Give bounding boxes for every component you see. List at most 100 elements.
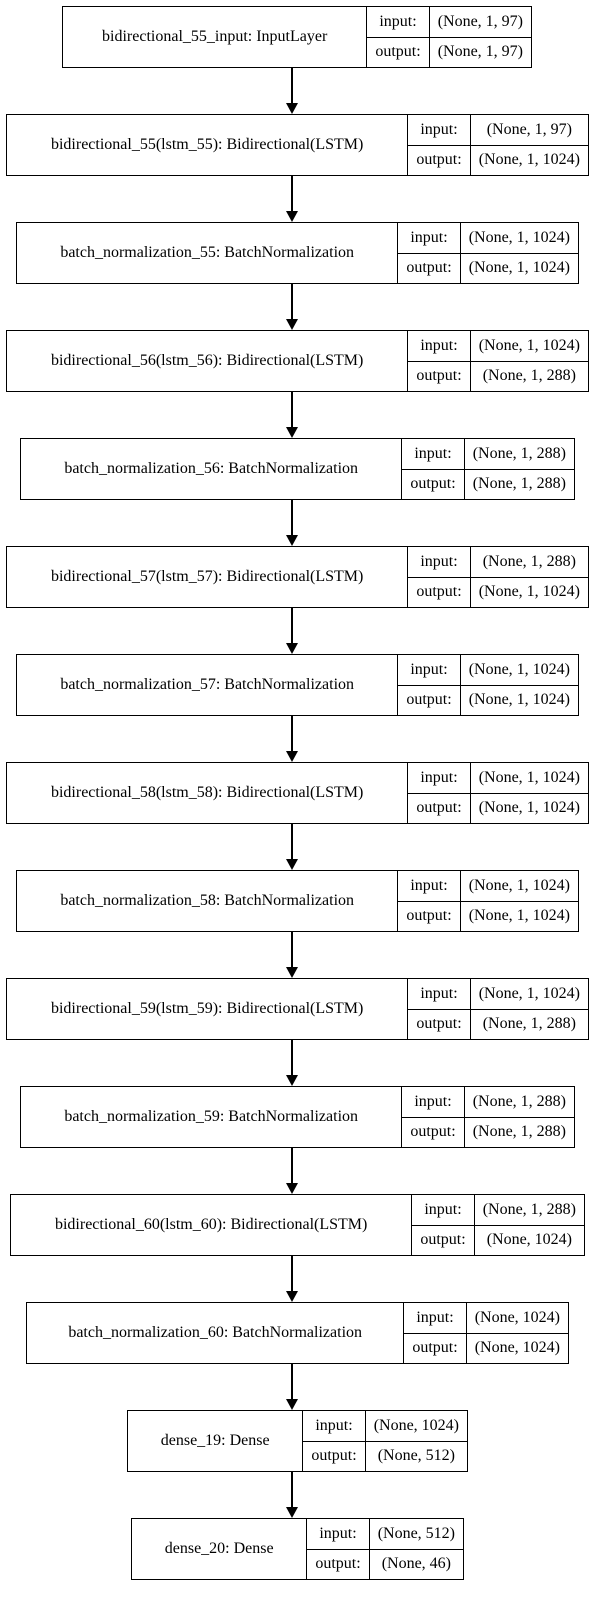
output-shape: (None, 1, 288) [472, 1123, 566, 1141]
io-values: (None, 1, 288) (None, 1, 1024) [470, 547, 588, 607]
output-label: output: [406, 907, 452, 925]
input-shape: (None, 1, 1024) [470, 331, 588, 362]
io-values: (None, 1, 288) (None, 1, 288) [464, 1087, 574, 1147]
input-label: input: [398, 223, 460, 254]
input-shape: (None, 1, 1024) [460, 223, 578, 254]
output-label: output: [416, 583, 462, 601]
layer-node: bidirectional_55_input: InputLayer input… [62, 6, 532, 68]
output-shape: (None, 1, 288) [472, 475, 566, 493]
input-shape: (None, 1, 97) [470, 115, 588, 146]
input-shape: (None, 1, 1024) [470, 979, 588, 1010]
layer-node: dense_19: Dense input: output: (None, 10… [127, 1410, 468, 1472]
layer-name: batch_normalization_60: BatchNormalizati… [27, 1303, 405, 1363]
input-shape: (None, 1, 1024) [460, 871, 578, 902]
output-label: output: [406, 691, 452, 709]
output-label: output: [420, 1231, 466, 1249]
layer-node: batch_normalization_59: BatchNormalizati… [20, 1086, 575, 1148]
layer-name: batch_normalization_55: BatchNormalizati… [17, 223, 399, 283]
input-label: input: [398, 655, 460, 686]
io-labels: input: output: [408, 331, 471, 391]
layer-name: bidirectional_59(lstm_59): Bidirectional… [7, 979, 409, 1039]
output-shape: (None, 1, 1024) [478, 799, 580, 817]
layer-name: bidirectional_57(lstm_57): Bidirectional… [7, 547, 409, 607]
io-labels: input: output: [398, 655, 461, 715]
output-label: output: [416, 1015, 462, 1033]
output-label: output: [410, 1123, 456, 1141]
io-labels: input: output: [404, 1303, 467, 1363]
output-label: output: [375, 43, 421, 61]
input-shape: (None, 1, 288) [464, 439, 574, 470]
io-labels: input: output: [402, 439, 465, 499]
io-values: (None, 1, 1024) (None, 1, 1024) [460, 871, 578, 931]
io-values: (None, 1, 1024) (None, 1, 1024) [460, 655, 578, 715]
layer-name: bidirectional_58(lstm_58): Bidirectional… [7, 763, 409, 823]
io-labels: input: output: [307, 1519, 370, 1579]
output-shape: (None, 512) [377, 1447, 455, 1465]
io-values: (None, 1024) (None, 1024) [466, 1303, 568, 1363]
layer-node: batch_normalization_55: BatchNormalizati… [16, 222, 579, 284]
output-shape: (None, 1, 1024) [468, 259, 570, 277]
layer-node: dense_20: Dense input: output: (None, 51… [131, 1518, 464, 1580]
io-labels: input: output: [408, 547, 471, 607]
io-labels: input: output: [367, 7, 430, 67]
input-label: input: [402, 1087, 464, 1118]
output-label: output: [416, 799, 462, 817]
io-labels: input: output: [402, 1087, 465, 1147]
output-shape: (None, 1, 288) [482, 367, 576, 385]
output-label: output: [311, 1447, 357, 1465]
arrow [286, 1148, 298, 1194]
arrow [286, 68, 298, 114]
input-label: input: [367, 7, 429, 38]
io-values: (None, 1024) (None, 512) [365, 1411, 467, 1471]
output-shape: (None, 46) [381, 1555, 451, 1573]
input-shape: (None, 1, 1024) [460, 655, 578, 686]
layer-node: batch_normalization_60: BatchNormalizati… [26, 1302, 569, 1364]
io-labels: input: output: [398, 223, 461, 283]
io-values: (None, 512) (None, 46) [369, 1519, 463, 1579]
output-shape: (None, 1, 1024) [468, 691, 570, 709]
layer-name: batch_normalization_59: BatchNormalizati… [21, 1087, 403, 1147]
io-values: (None, 1, 97) (None, 1, 1024) [470, 115, 588, 175]
layer-name: dense_20: Dense [132, 1519, 308, 1579]
layer-node: batch_normalization_57: BatchNormalizati… [16, 654, 579, 716]
input-shape: (None, 1, 288) [474, 1195, 584, 1226]
output-label: output: [410, 475, 456, 493]
input-label: input: [408, 547, 470, 578]
input-shape: (None, 1024) [365, 1411, 467, 1442]
output-shape: (None, 1, 1024) [478, 583, 580, 601]
arrow [286, 392, 298, 438]
layer-node: batch_normalization_56: BatchNormalizati… [20, 438, 575, 500]
arrow [286, 716, 298, 762]
arrow [286, 500, 298, 546]
input-shape: (None, 1024) [466, 1303, 568, 1334]
output-shape: (None, 1024) [474, 1339, 560, 1357]
input-shape: (None, 1, 97) [429, 7, 531, 38]
arrow [286, 176, 298, 222]
layer-node: bidirectional_58(lstm_58): Bidirectional… [6, 762, 589, 824]
input-label: input: [404, 1303, 466, 1334]
io-labels: input: output: [412, 1195, 475, 1255]
io-labels: input: output: [398, 871, 461, 931]
input-label: input: [402, 439, 464, 470]
layer-node: batch_normalization_58: BatchNormalizati… [16, 870, 579, 932]
input-label: input: [412, 1195, 474, 1226]
input-label: input: [398, 871, 460, 902]
input-label: input: [303, 1411, 365, 1442]
input-label: input: [408, 331, 470, 362]
io-values: (None, 1, 1024) (None, 1, 1024) [460, 223, 578, 283]
input-shape: (None, 1, 288) [464, 1087, 574, 1118]
layer-node: bidirectional_55(lstm_55): Bidirectional… [6, 114, 589, 176]
io-labels: input: output: [408, 763, 471, 823]
layer-node: bidirectional_56(lstm_56): Bidirectional… [6, 330, 589, 392]
layer-name: bidirectional_55_input: InputLayer [63, 7, 368, 67]
arrow [286, 608, 298, 654]
output-label: output: [315, 1555, 361, 1573]
output-label: output: [406, 259, 452, 277]
arrow [286, 1256, 298, 1302]
layer-node: bidirectional_59(lstm_59): Bidirectional… [6, 978, 589, 1040]
input-shape: (None, 512) [369, 1519, 463, 1550]
output-shape: (None, 1024) [486, 1231, 572, 1249]
output-label: output: [416, 151, 462, 169]
io-labels: input: output: [408, 979, 471, 1039]
